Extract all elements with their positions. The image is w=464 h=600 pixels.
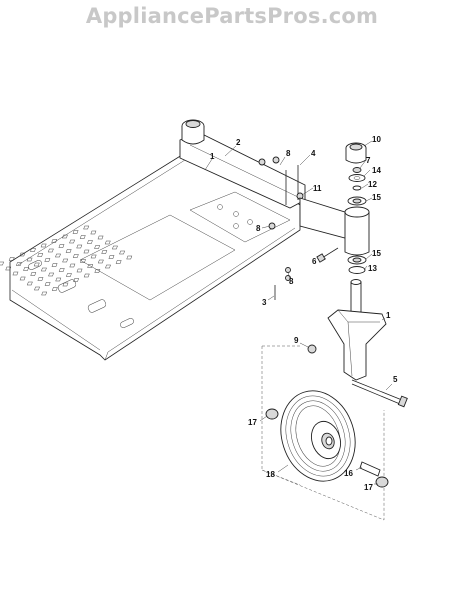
mesh-hole	[80, 259, 86, 263]
mesh-hole	[87, 264, 94, 268]
caster-cap	[345, 142, 367, 164]
mesh-hole	[90, 254, 97, 259]
mesh-hole	[94, 269, 101, 273]
mesh-hole	[69, 239, 75, 244]
mesh-hole	[0, 261, 4, 266]
mesh-hole	[19, 252, 26, 257]
callout-4: 4	[311, 149, 316, 158]
pivot-cap-left	[181, 119, 205, 145]
callout-8-top: 8	[286, 149, 291, 158]
callout-2: 2	[236, 138, 241, 147]
mesh-hole	[41, 267, 47, 272]
mesh-hole	[8, 257, 15, 261]
mesh-hole	[112, 245, 118, 250]
mesh-hole	[83, 249, 90, 254]
mesh-hole	[115, 260, 122, 264]
callout-11: 11	[313, 184, 322, 193]
mesh-hole	[51, 287, 58, 291]
mesh-hole	[5, 266, 12, 271]
mesh-hole	[105, 264, 111, 269]
callout-17-left: 17	[248, 418, 257, 427]
callout-15-top: 15	[372, 193, 381, 202]
callout-7: 7	[366, 156, 371, 165]
mesh-hole	[37, 253, 44, 257]
mesh-hole	[104, 240, 111, 245]
mesh-hole	[87, 240, 93, 244]
mesh-hole	[76, 244, 83, 249]
mesh-hole	[58, 268, 65, 272]
mesh-hole	[101, 250, 108, 254]
mesh-hole	[62, 258, 69, 263]
callout-16: 16	[344, 469, 353, 478]
mesh-hole	[26, 281, 33, 286]
mesh-hole	[44, 282, 51, 286]
mesh-hole	[73, 278, 79, 282]
mesh-hole	[30, 248, 36, 252]
mesh-hole	[126, 255, 133, 260]
mesh-hole	[58, 244, 65, 248]
mesh-hole	[48, 272, 54, 277]
mesh-hole	[37, 277, 44, 281]
mesh-hole	[44, 258, 51, 262]
mesh-hole	[47, 248, 54, 253]
mesh-hole	[97, 235, 104, 240]
callout-1-frame: 1	[210, 152, 215, 161]
callout-8-bottom: 8	[289, 277, 294, 286]
mesh-hole	[83, 273, 90, 278]
callout-6: 6	[312, 257, 317, 266]
mesh-hole	[26, 257, 33, 262]
mesh-hole	[119, 250, 125, 255]
deck-frame	[0, 119, 339, 361]
mesh-hole	[19, 276, 26, 281]
callout-3: 3	[262, 298, 267, 307]
mesh-hole	[16, 262, 22, 266]
mesh-hole	[55, 253, 61, 258]
watermark: AppliancePartsPros.com	[85, 4, 379, 28]
mesh-hole	[23, 267, 29, 271]
mesh-hole	[34, 286, 40, 291]
mesh-hole	[76, 268, 83, 273]
mesh-hole	[51, 239, 58, 243]
caster-wheel	[280, 390, 356, 482]
mesh-hole	[65, 249, 72, 253]
mesh-hole	[51, 263, 58, 267]
mesh-hole	[72, 254, 79, 258]
callout-18: 18	[266, 470, 275, 479]
mesh-hole	[72, 230, 79, 234]
callout-1-yoke: 1	[386, 311, 391, 320]
mesh-hole	[90, 230, 97, 235]
callout-9: 9	[294, 336, 299, 345]
caster-assembly	[261, 142, 408, 521]
callouts: 2 1 8 4 11 8 6 8 3 10 7 14 12 15 15 13 1	[204, 135, 398, 492]
mesh-hole	[62, 282, 69, 287]
mesh-hole	[12, 271, 19, 276]
callout-12: 12	[368, 180, 377, 189]
mesh-hole	[94, 245, 100, 249]
mesh-hole	[69, 263, 76, 268]
mesh-hole	[79, 235, 86, 239]
mesh-hole	[33, 262, 40, 267]
callout-8-mid: 8	[256, 224, 261, 233]
callout-10: 10	[372, 135, 381, 144]
callout-14: 14	[372, 166, 381, 175]
mesh-hole	[97, 259, 104, 264]
callout-17-right: 17	[364, 483, 373, 492]
mesh-hole	[55, 277, 62, 282]
mesh-hole	[66, 273, 72, 277]
mesh-hole	[30, 272, 37, 276]
mesh-hole	[108, 255, 115, 259]
mesh-hole	[62, 234, 68, 239]
mesh-hole	[83, 225, 90, 230]
callout-5: 5	[393, 375, 398, 384]
callout-13: 13	[368, 264, 377, 273]
mesh-hole	[41, 291, 48, 296]
mesh-hole	[40, 243, 47, 248]
callout-15-bottom: 15	[372, 249, 381, 258]
